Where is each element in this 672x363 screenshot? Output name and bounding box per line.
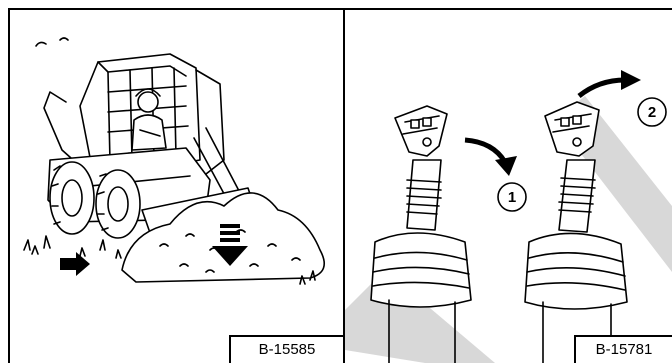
svg-text:2: 2 — [648, 104, 656, 121]
figure-number-right: B-15781 — [574, 335, 672, 363]
callout-1: 1 — [498, 183, 526, 211]
figure-number-left: B-15585 — [229, 335, 343, 363]
rotate-forward-arrow-icon — [465, 140, 517, 176]
joystick-illustration-panel: 1 2 B-15781 — [345, 10, 672, 363]
loader-illustration — [10, 10, 343, 363]
joystick-illustration: 1 2 — [345, 10, 672, 363]
rotate-right-arrow-icon — [579, 70, 641, 96]
svg-text:1: 1 — [508, 189, 516, 206]
callout-2: 2 — [638, 98, 666, 126]
loader-illustration-panel: B-15585 — [10, 10, 345, 363]
figure-frame: B-15585 — [8, 8, 672, 363]
